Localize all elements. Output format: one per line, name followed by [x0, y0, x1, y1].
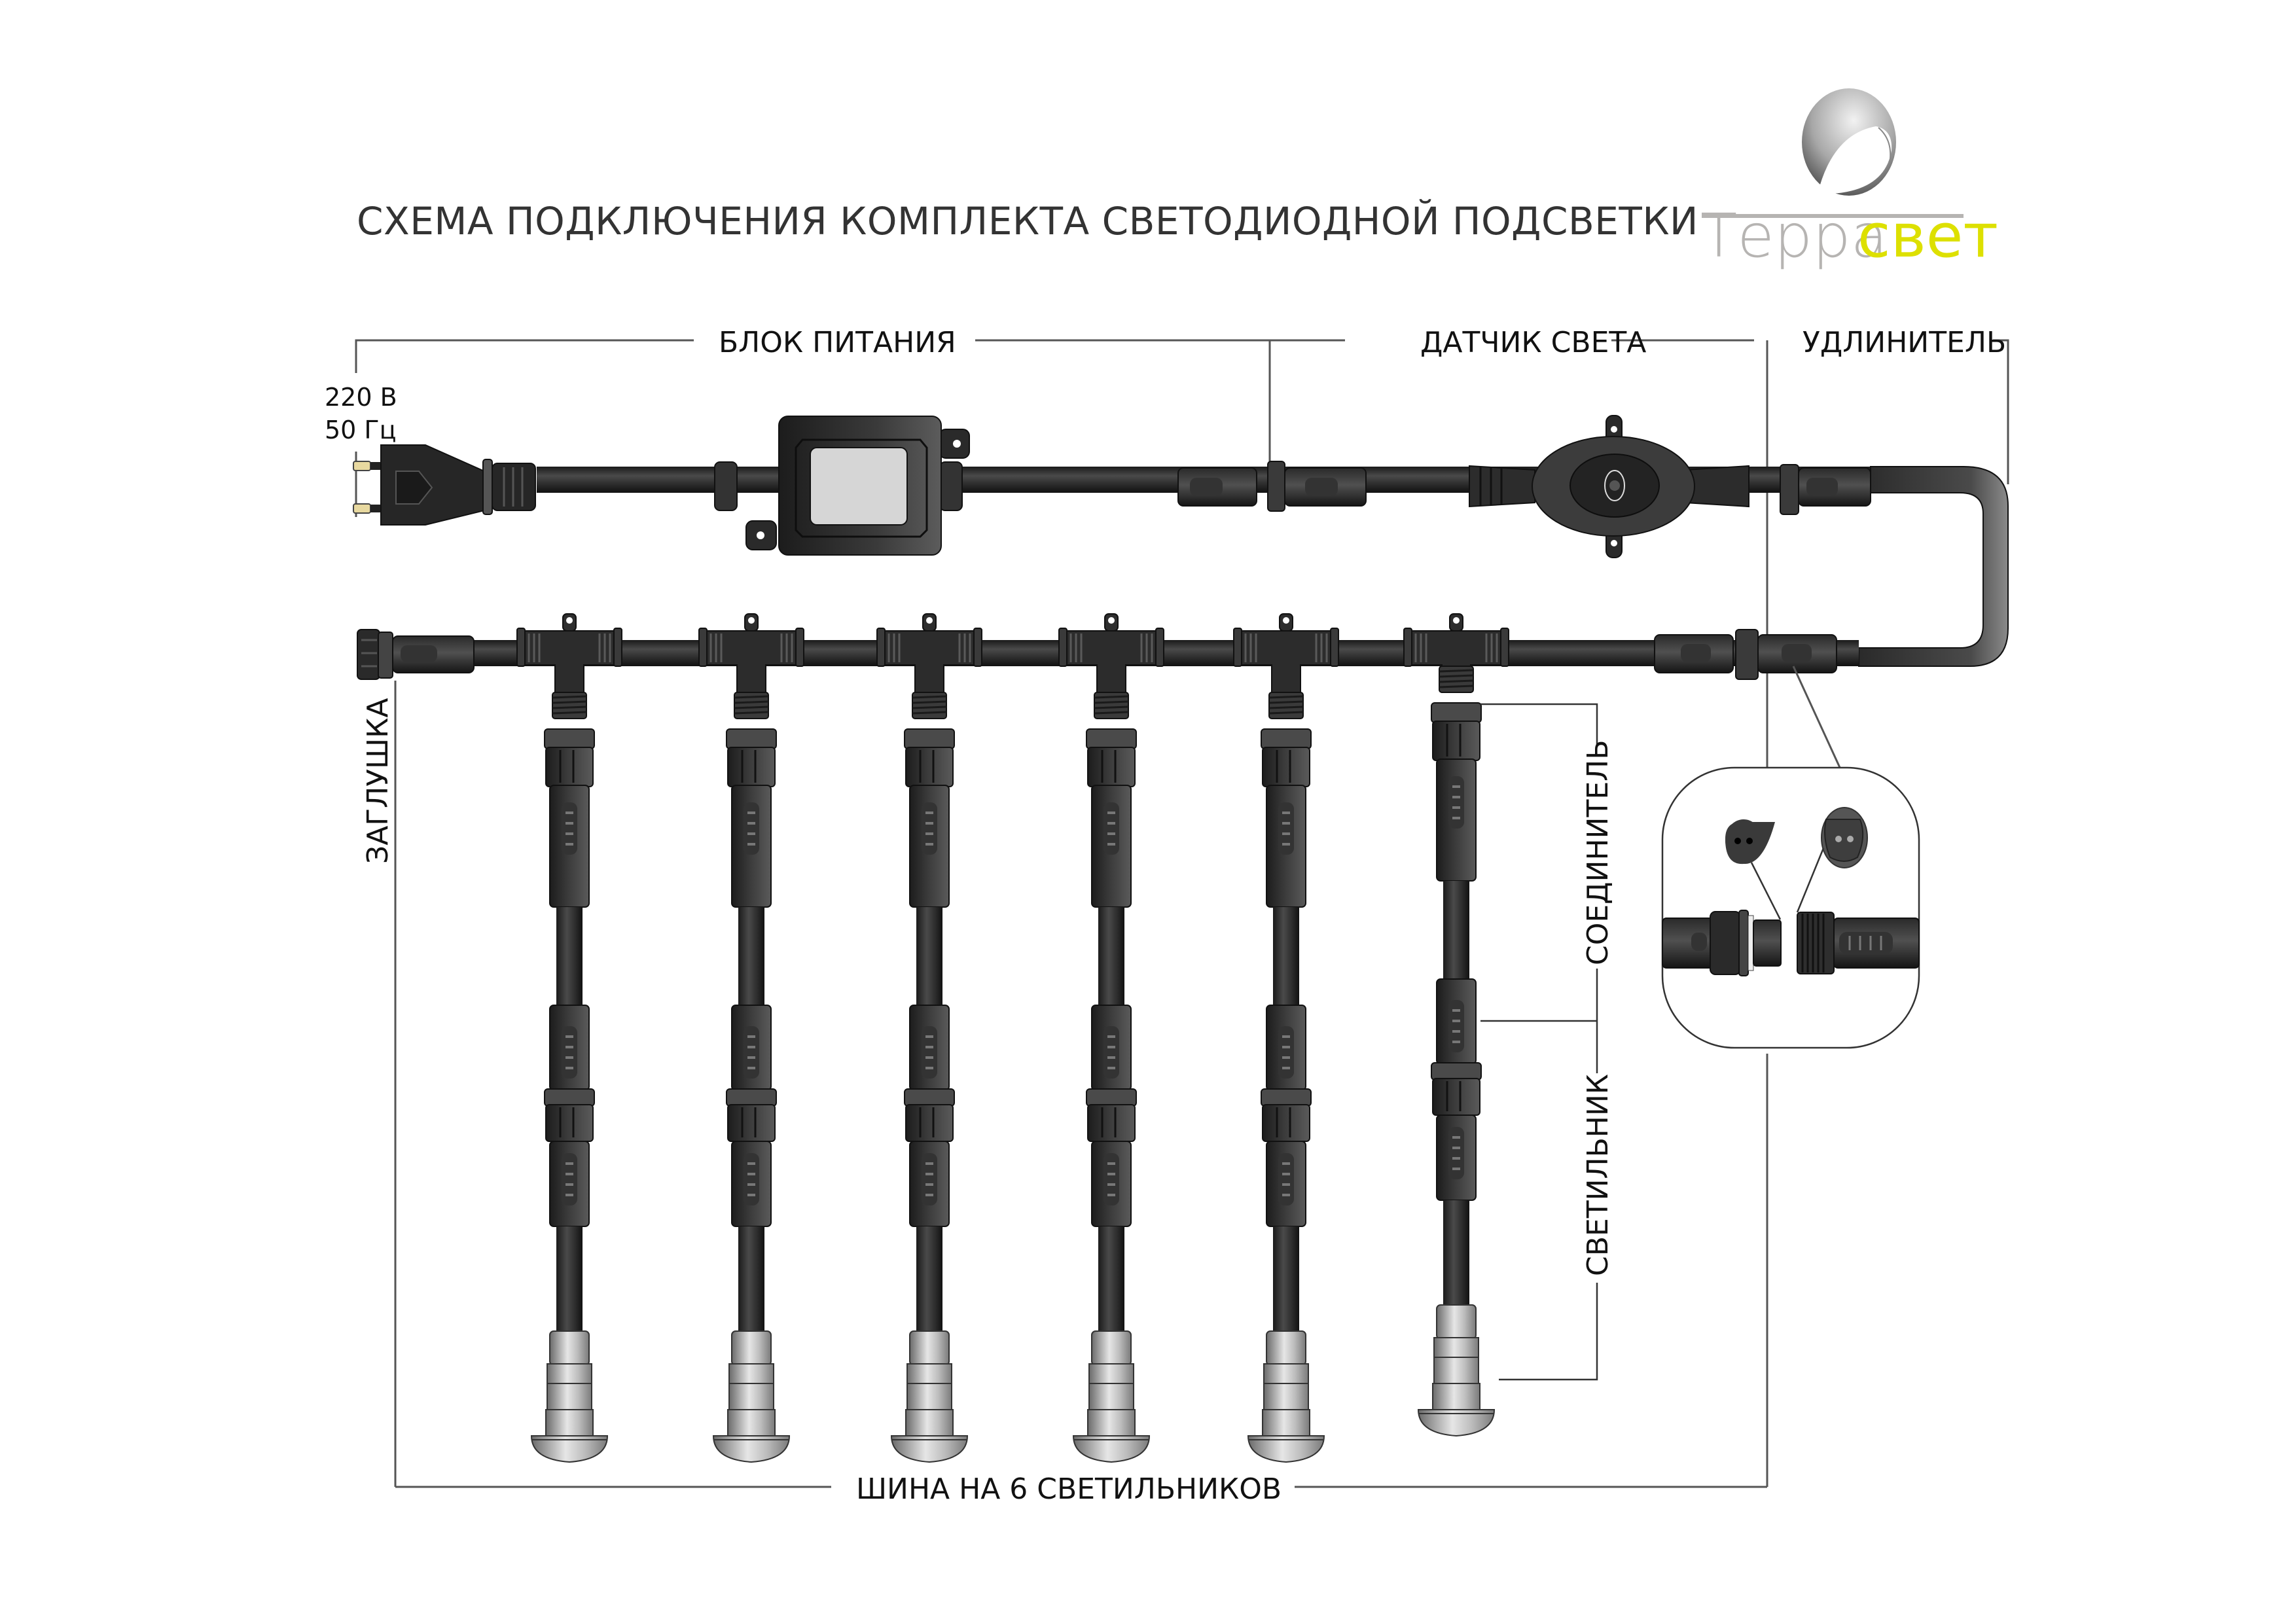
tee-connector-3	[876, 613, 983, 694]
label-bus: ШИНА НА 6 СВЕТИЛЬНИКОВ	[856, 1472, 1282, 1506]
page-title: СХЕМА ПОДКЛЮЧЕНИЯ КОМПЛЕКТА СВЕТОДИОДНОЙ…	[357, 198, 1698, 243]
tee-connector-4	[1058, 613, 1165, 694]
inline-connector-icon	[1177, 461, 1367, 512]
tee-connector-1	[516, 613, 623, 694]
side-callouts	[394, 666, 1842, 1488]
label-light-sensor: ДАТЧИК СВЕТА	[1420, 326, 1646, 359]
power-supply-icon	[714, 416, 970, 556]
light-sensor-icon	[1469, 415, 1749, 558]
logo-sphere-icon	[1802, 88, 1896, 196]
top-callouts	[355, 339, 2009, 769]
end-cap-icon	[357, 629, 475, 680]
extension-connector-top-icon	[1780, 464, 1871, 515]
label-voltage: 220 В	[325, 383, 397, 412]
connector-detail-inset	[1661, 766, 1920, 1049]
luminaire-branch-5	[1247, 691, 1325, 1463]
luminaire-branch-6	[1417, 665, 1496, 1437]
bus-extension-connector-icon	[1654, 629, 1837, 680]
label-connector: СОЕДИНИТЕЛЬ	[1581, 740, 1615, 965]
luminaire-branch-4	[1072, 691, 1151, 1463]
label-power-supply: БЛОК ПИТАНИЯ	[719, 326, 956, 359]
brand-logo: Терра свет	[1700, 88, 1998, 271]
logo-text-svet: свет	[1857, 201, 1998, 271]
label-frequency: 50 Гц	[325, 416, 396, 444]
logo-text-terra: Терра	[1700, 201, 1888, 271]
label-luminaire: СВЕТИЛЬНИК	[1581, 1074, 1615, 1276]
euro-plug-icon	[353, 444, 536, 526]
extension-loop-cable	[1858, 466, 2009, 667]
tee-connector-2	[698, 613, 805, 694]
female-connector-face-icon	[1821, 807, 1868, 868]
luminaire-branch-1	[530, 691, 609, 1463]
label-end-cap: ЗАГЛУШКА	[361, 698, 395, 864]
luminaire-branch-2	[712, 691, 791, 1463]
luminaire-branch-3	[890, 691, 969, 1463]
male-connector-face-icon	[1725, 819, 1775, 865]
label-extension: УДЛИНИТЕЛЬ	[1803, 326, 2006, 359]
male-connector-side-icon	[1662, 910, 1782, 976]
female-connector-side-icon	[1797, 912, 1920, 974]
tee-connector-5	[1232, 613, 1340, 694]
